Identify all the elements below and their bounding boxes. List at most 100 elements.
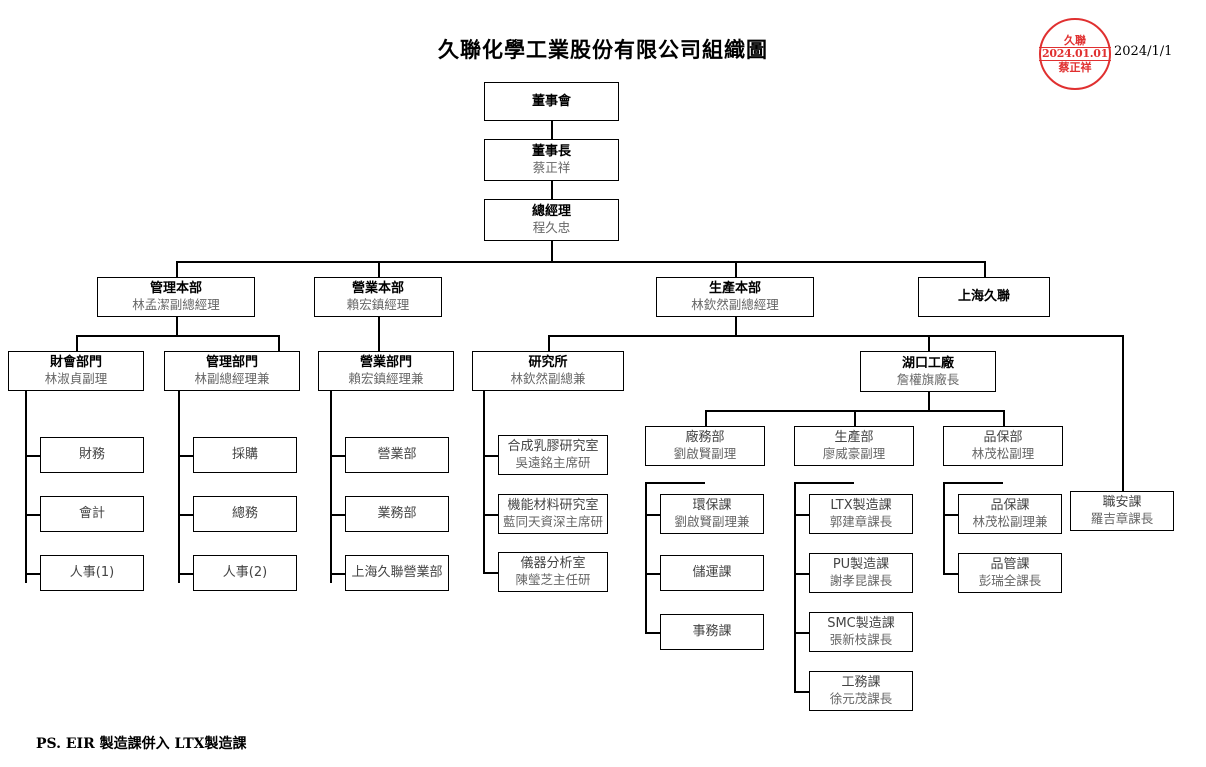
node-title: 儀器分析室 xyxy=(520,556,586,572)
connector xyxy=(794,691,809,693)
connector-rail-research xyxy=(483,386,485,572)
node-title: 董事會 xyxy=(531,93,571,109)
node-production-2[interactable]: PU製造課 謝孝昆課長 xyxy=(809,553,913,593)
node-title: 總務 xyxy=(231,506,258,522)
node-research-1[interactable]: 合成乳膠研究室 吳遠銘主席研 xyxy=(498,435,608,475)
node-title: 生產本部 xyxy=(708,281,761,297)
node-person: 藍同天資深主席研 xyxy=(502,514,603,530)
node-sales-1[interactable]: 營業部 xyxy=(345,437,449,473)
node-safety[interactable]: 職安課 羅吉章課長 xyxy=(1070,491,1174,531)
stamp-signer: 蔡正祥 xyxy=(1058,60,1092,74)
connector xyxy=(735,261,737,277)
node-sales-dept[interactable]: 營業部門 賴宏鎮經理兼 xyxy=(318,351,454,391)
node-title: 採購 xyxy=(231,447,258,463)
connector xyxy=(943,482,1003,484)
connector xyxy=(176,261,178,277)
node-admin-3[interactable]: 人事(2) xyxy=(193,555,297,591)
node-admin-1[interactable]: 採購 xyxy=(193,437,297,473)
node-title: 營業部 xyxy=(377,447,417,463)
page-title: 久聯化學工業股份有限公司組織圖 xyxy=(438,37,768,62)
node-hukou-plant[interactable]: 湖口工廠 詹權旗廠長 xyxy=(860,351,996,392)
node-finance-dept[interactable]: 財會部門 林淑貞副理 xyxy=(8,351,144,391)
node-sales-hq[interactable]: 營業本部 賴宏鎮經理 xyxy=(314,277,442,317)
node-finance-1[interactable]: 財務 xyxy=(40,437,144,473)
node-board[interactable]: 董事會 xyxy=(484,82,619,121)
node-sales-3[interactable]: 上海久聯營業部 xyxy=(345,555,449,591)
connector xyxy=(25,573,40,575)
node-title: 業務部 xyxy=(377,506,417,522)
node-person: 劉啟賢副理 xyxy=(673,446,737,462)
connector-bus-level2 xyxy=(176,261,985,263)
connector xyxy=(928,392,930,410)
node-title: 上海久聯 xyxy=(957,289,1010,305)
connector xyxy=(1003,410,1005,426)
node-admin-2[interactable]: 總務 xyxy=(193,496,297,532)
node-title: 總經理 xyxy=(531,204,571,220)
node-shanghai[interactable]: 上海久聯 xyxy=(918,277,1050,317)
node-production-hq[interactable]: 生產本部 林欽然副總經理 xyxy=(656,277,814,317)
node-title: 財會部門 xyxy=(49,355,102,371)
node-person: 賴宏鎮經理 xyxy=(346,297,410,313)
node-title: 人事(1) xyxy=(69,565,115,581)
node-admin-dept[interactable]: 管理部門 林副總經理兼 xyxy=(164,351,300,391)
node-title: 營業本部 xyxy=(351,281,404,297)
connector-rail-plantops xyxy=(645,482,647,632)
connector xyxy=(551,241,553,261)
node-production-3[interactable]: SMC製造課 張新枝課長 xyxy=(809,612,913,652)
node-title: 機能材料研究室 xyxy=(507,498,599,514)
node-person: 徐元茂課長 xyxy=(829,691,893,707)
node-title: LTX製造課 xyxy=(830,498,892,514)
stamp-date: 2024.01.01 xyxy=(1039,47,1111,61)
node-finance-3[interactable]: 人事(1) xyxy=(40,555,144,591)
node-title: 會計 xyxy=(78,506,105,522)
connector-rail-admindept xyxy=(178,386,180,583)
node-production-4[interactable]: 工務課 徐元茂課長 xyxy=(809,671,913,711)
connector xyxy=(551,121,553,139)
connector xyxy=(943,573,958,575)
node-plantops-1[interactable]: 環保課 劉啟賢副理兼 xyxy=(660,494,764,534)
node-person: 蔡正祥 xyxy=(532,160,571,176)
connector xyxy=(176,317,178,335)
node-chairman[interactable]: 董事長 蔡正祥 xyxy=(484,139,619,181)
node-plantops-3[interactable]: 事務課 xyxy=(660,614,764,650)
node-title: 管理部門 xyxy=(205,355,258,371)
node-qa-1[interactable]: 品保課 林茂松副理兼 xyxy=(958,494,1062,534)
node-title: 環保課 xyxy=(692,498,732,514)
connector xyxy=(645,482,705,484)
node-person: 賴宏鎮經理兼 xyxy=(348,371,424,387)
node-person: 林茂松副理 xyxy=(971,446,1035,462)
connector-safety xyxy=(1122,335,1124,491)
connector xyxy=(178,514,193,516)
connector xyxy=(735,317,737,335)
connector-rail-production xyxy=(794,482,796,691)
node-president[interactable]: 總經理 程久忠 xyxy=(484,199,619,241)
node-research-3[interactable]: 儀器分析室 陳瑩芝主任研 xyxy=(498,552,608,592)
node-person: 劉啟賢副理兼 xyxy=(674,514,750,530)
connector xyxy=(794,632,809,634)
node-title: 管理本部 xyxy=(149,281,202,297)
connector-rail-qa xyxy=(943,482,945,573)
node-admin-hq[interactable]: 管理本部 林孟潔副總經理 xyxy=(97,277,255,317)
connector xyxy=(330,514,345,516)
node-person: 林欽然副總兼 xyxy=(510,371,586,387)
node-title: PU製造課 xyxy=(832,557,890,573)
node-qa-2[interactable]: 品管課 彭瑞全課長 xyxy=(958,553,1062,593)
node-plantops-2[interactable]: 儲運課 xyxy=(660,555,764,591)
node-finance-2[interactable]: 會計 xyxy=(40,496,144,532)
node-research[interactable]: 研究所 林欽然副總兼 xyxy=(472,351,624,391)
node-sales-2[interactable]: 業務部 xyxy=(345,496,449,532)
connector xyxy=(278,335,280,351)
node-person: 林欽然副總經理 xyxy=(691,297,779,313)
connector xyxy=(76,335,78,351)
node-qa[interactable]: 品保部 林茂松副理 xyxy=(943,426,1063,466)
connector xyxy=(483,572,498,574)
node-research-2[interactable]: 機能材料研究室 藍同天資深主席研 xyxy=(498,494,608,534)
connector xyxy=(854,410,856,426)
node-title: 儲運課 xyxy=(692,565,732,581)
connector-bus-production xyxy=(548,335,1123,337)
node-plantops[interactable]: 廠務部 劉啟賢副理 xyxy=(645,426,765,466)
node-production-1[interactable]: LTX製造課 郭建章課長 xyxy=(809,494,913,534)
node-production[interactable]: 生產部 廖威豪副理 xyxy=(794,426,914,466)
footnote: PS. EIR 製造課併入 LTX製造課 xyxy=(36,736,247,752)
